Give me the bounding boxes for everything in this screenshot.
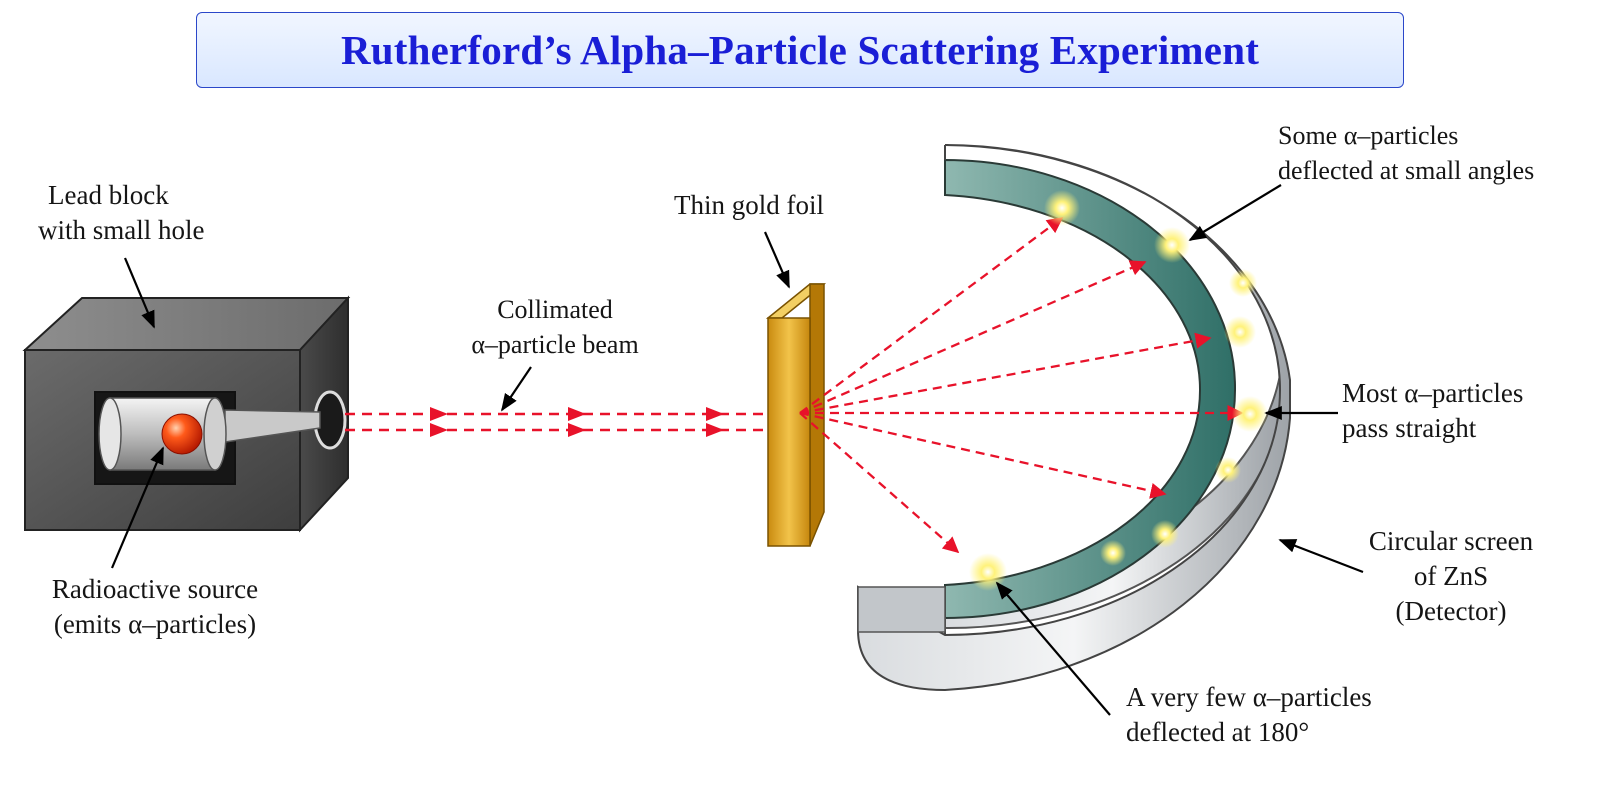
zns-screen bbox=[857, 144, 1291, 692]
label-screen: Circular screen of ZnS (Detector) bbox=[1368, 526, 1534, 626]
beam-arrowheads bbox=[430, 407, 724, 437]
label-radioactive-source: Radioactive source (emits α–particles) bbox=[51, 574, 259, 639]
title-banner: Rutherford’s Alpha–Particle Scattering E… bbox=[196, 12, 1404, 88]
radioactive-source bbox=[161, 413, 203, 455]
label-pass-straight: Most α–particles pass straight bbox=[1342, 378, 1524, 443]
label-deflected-180: A very few α–particles deflected at 180° bbox=[1126, 682, 1372, 747]
label-small-angles: Some α–particles deflected at small angl… bbox=[1278, 121, 1535, 185]
scintillation-flashes bbox=[969, 190, 1268, 591]
gold-foil bbox=[765, 283, 827, 547]
label-beam: Collimated α–particle beam bbox=[471, 295, 639, 359]
title-text: Rutherford’s Alpha–Particle Scattering E… bbox=[340, 27, 1260, 73]
scattered-paths bbox=[799, 217, 1244, 554]
label-lead-block: Lead block with small hole bbox=[38, 180, 205, 245]
label-gold-foil: Thin gold foil bbox=[674, 190, 824, 220]
label-arrows bbox=[110, 184, 1364, 716]
